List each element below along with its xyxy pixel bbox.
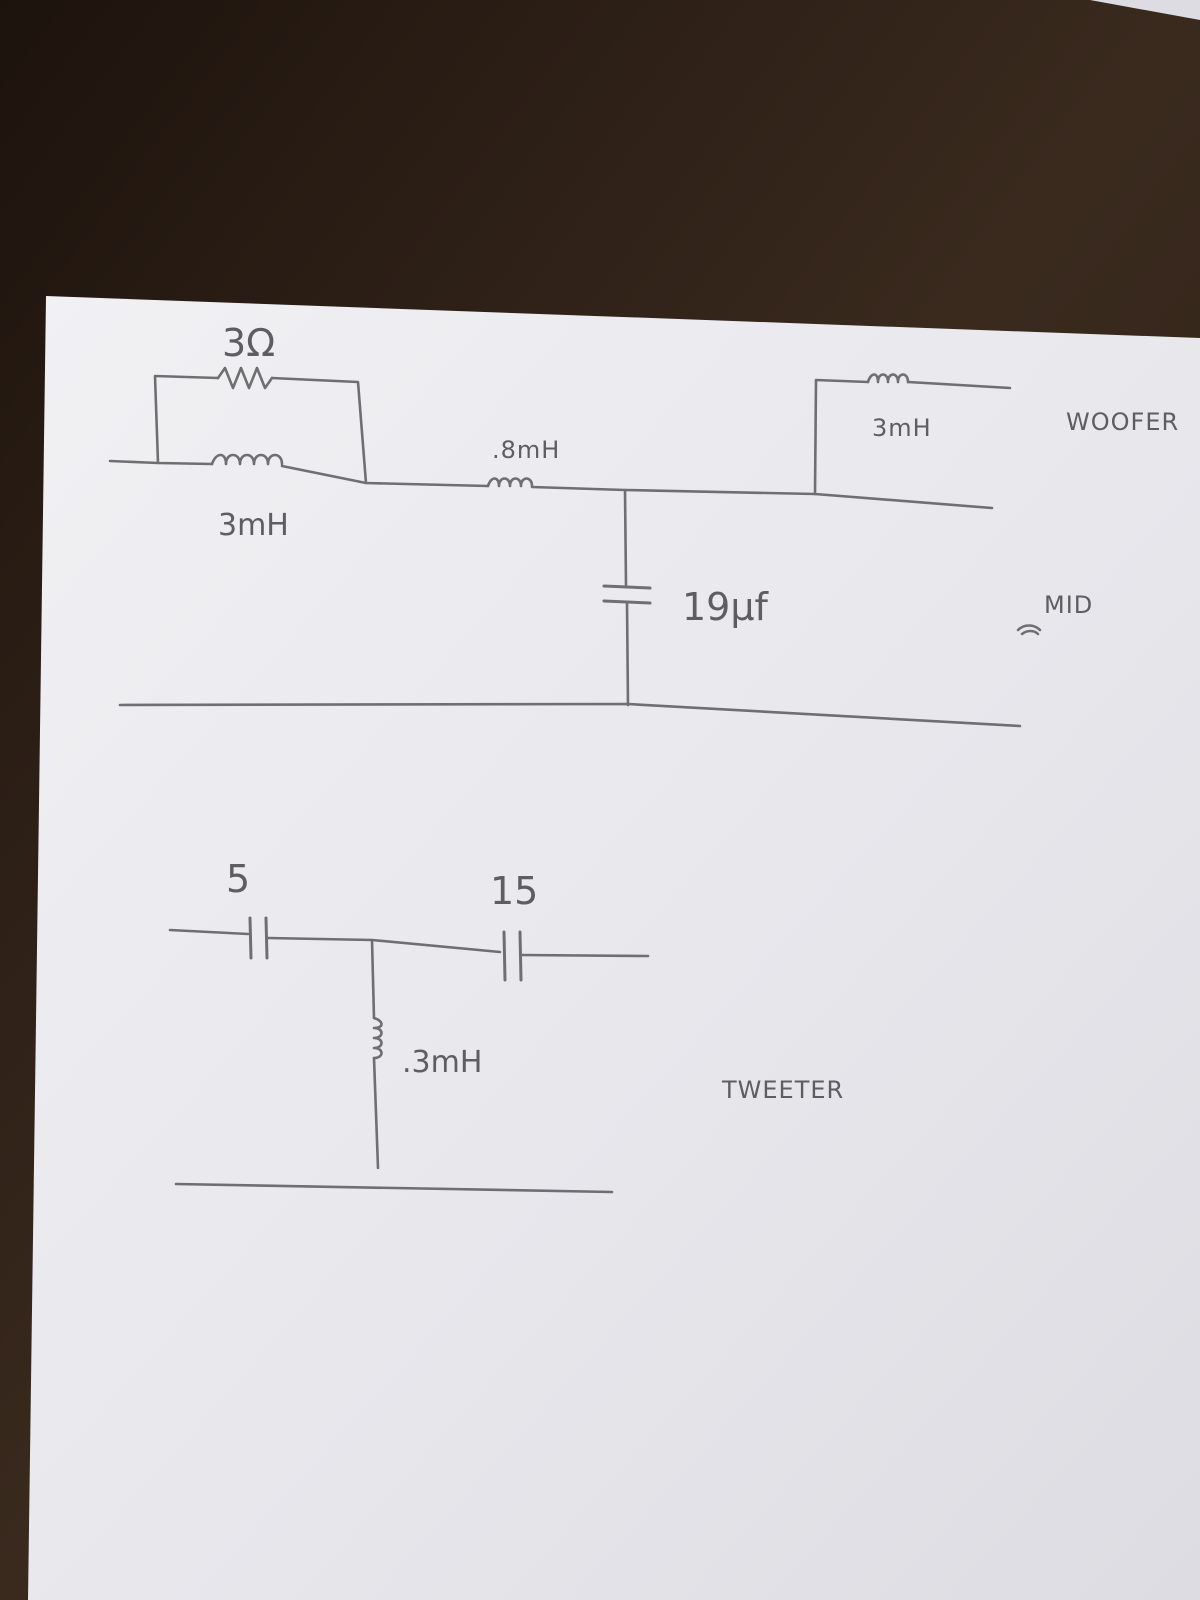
first-capacitor-plate-left — [248, 916, 253, 960]
tweeter-output-wire — [520, 953, 650, 958]
second-capacitor-plate-right — [518, 930, 523, 982]
tweeter-shunt-wire-bottom — [372, 1056, 380, 1170]
capacitor-label: 19μf — [682, 585, 770, 629]
woofer-branch-wire — [813, 378, 870, 496]
paper-sheet — [28, 296, 1200, 1600]
shunt-capacitor-plate-top — [602, 584, 652, 590]
main-wire-1 — [280, 464, 490, 488]
parallel-inductor-label: 3mH — [218, 508, 289, 543]
resistor-label: 3Ω — [222, 321, 275, 365]
tweeter-shunt-inductor — [372, 1016, 383, 1060]
tweeter-inductor-label: .3mH — [402, 1045, 482, 1080]
ground-wire-1 — [118, 702, 1022, 728]
tweeter-label: TWEETER — [721, 1076, 844, 1104]
mid-marker-scribble — [1016, 624, 1042, 636]
first-capacitor-plate-right — [264, 916, 269, 960]
tweeter-ground-wire — [174, 1182, 614, 1194]
main-wire-2 — [530, 485, 994, 510]
tweeter-input-wire — [168, 928, 250, 936]
corner-highlight — [1090, 0, 1200, 20]
series-inductor-label: .8mH — [492, 436, 560, 464]
parallel-inductor — [210, 453, 284, 466]
resistor — [216, 366, 274, 390]
resistor-branch-return — [270, 376, 368, 485]
woofer-mid-circuit: 3Ω 3mH .8mH 19μf 3mH WOOFER MID — [108, 321, 1179, 728]
series-inductor — [486, 477, 534, 488]
second-capacitor-label: 15 — [490, 869, 538, 913]
tweeter-circuit: 5 15 .3mH TWEETER — [168, 857, 844, 1194]
output-inductor-label: 3mH — [872, 414, 932, 442]
tweeter-shunt-wire-top — [370, 938, 376, 1020]
resistor-branch-wire — [153, 374, 220, 465]
woofer-label: WOOFER — [1066, 408, 1179, 436]
first-capacitor-label: 5 — [226, 857, 250, 901]
output-inductor — [866, 373, 910, 384]
cap-shunt-wire-bottom — [625, 601, 630, 707]
second-capacitor-plate-left — [502, 930, 507, 982]
cap-shunt-wire-top — [623, 488, 628, 587]
mid-label: MID — [1044, 591, 1093, 619]
woofer-output-wire — [906, 380, 1012, 390]
